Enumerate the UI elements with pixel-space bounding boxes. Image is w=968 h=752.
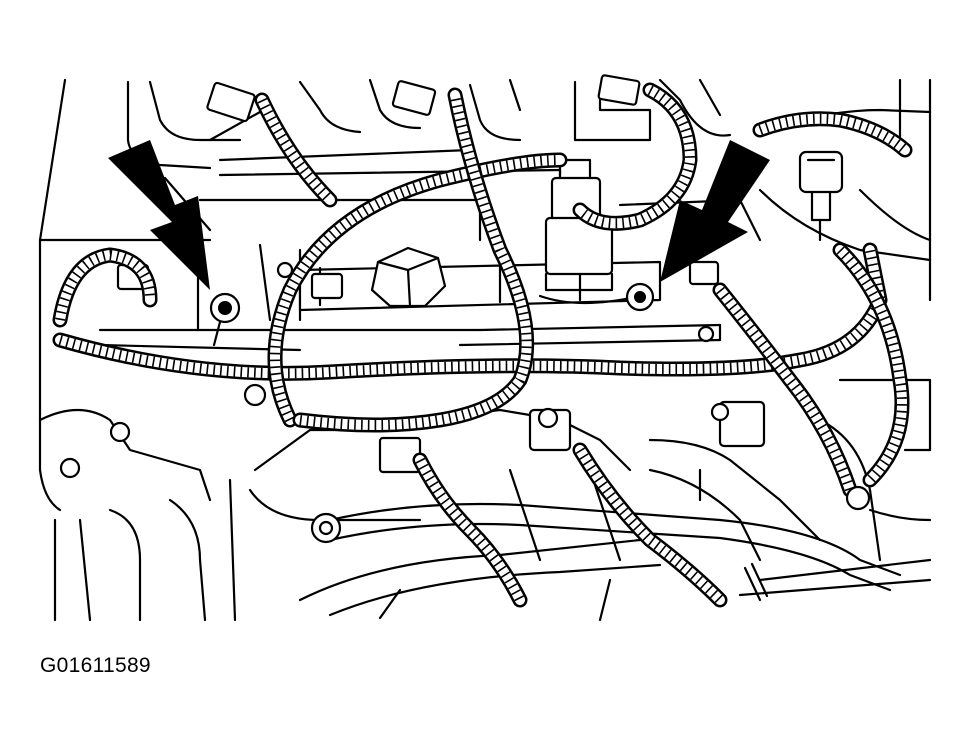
ground-terminal-left (209, 292, 241, 347)
fuel-rail-fitting (370, 246, 447, 308)
figure-id-label: G01611589 (40, 654, 151, 677)
bolts (59, 261, 871, 511)
callout-arrow-left (108, 140, 210, 290)
engine-harness-illustration (38, 74, 932, 622)
wiring-harness (52, 82, 913, 608)
callout-arrow-right (660, 140, 770, 282)
electrical-connector (798, 150, 844, 242)
fuel-pressure-sensor (538, 158, 642, 305)
ground-terminal-right (625, 282, 655, 312)
